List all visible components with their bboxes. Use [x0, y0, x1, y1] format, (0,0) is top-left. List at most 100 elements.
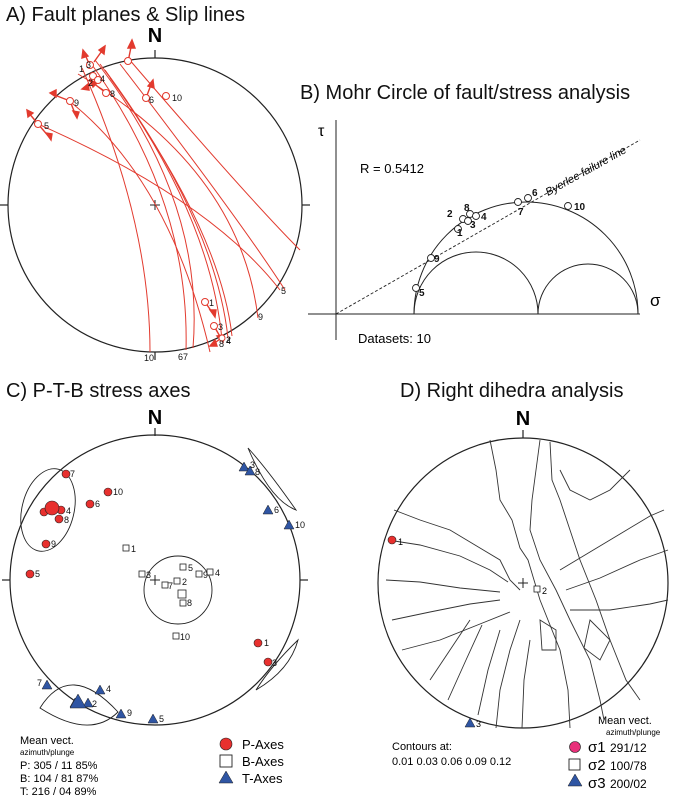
- arrow-head: [146, 78, 155, 90]
- p-confidence-se: [255, 638, 299, 691]
- t-label: 7: [37, 678, 42, 688]
- b-axis: [206, 568, 214, 576]
- center-cross-c: [150, 575, 160, 585]
- contour-loop: [539, 619, 557, 651]
- b-label: 4: [215, 568, 220, 578]
- mohr-points: [412, 194, 572, 292]
- mohr-label-2: 2: [447, 209, 453, 220]
- mean-vect-title-d: Mean vect.: [598, 715, 652, 727]
- label-a-b2: 2: [226, 335, 231, 345]
- slip-lines: [26, 38, 225, 347]
- panel-b-mohr: τ σ R = 0.5412 Datasets: 10 Byerlee fail…: [308, 120, 661, 346]
- t-confidence-ne: [247, 447, 298, 511]
- contour-line: [385, 579, 501, 593]
- p-label: 3: [272, 658, 277, 668]
- b-label: 5: [188, 563, 193, 573]
- sigma1-symbol: σ1: [588, 739, 606, 756]
- mohr-point: [472, 212, 480, 220]
- contour-line: [495, 619, 521, 729]
- p-axis: [263, 657, 273, 667]
- contour-line: [559, 509, 665, 571]
- slip-point: [86, 61, 94, 69]
- mohr-label-7: 7: [518, 207, 524, 218]
- fault-plane-1: [127, 57, 301, 251]
- dihedra-contours: [385, 439, 669, 729]
- t-label: 5: [159, 714, 164, 724]
- p-label: 6: [95, 499, 100, 509]
- fault-plane-9: [77, 73, 259, 319]
- b-label: 2: [182, 577, 187, 587]
- legend-p-label: P-Axes: [242, 737, 284, 752]
- legend-c: P-Axes B-Axes T-Axes: [218, 737, 284, 786]
- fault-plane-extra: [67, 99, 211, 353]
- b-axis: [138, 570, 146, 578]
- panel-a-title: A) Fault planes & Slip lines: [6, 4, 246, 26]
- mohr-label-10: 10: [574, 202, 586, 213]
- mean-vect-title-c: Mean vect.: [20, 735, 74, 747]
- fault-plane-2: [109, 77, 233, 337]
- p-label: 4: [66, 506, 71, 516]
- contour-line: [393, 509, 521, 591]
- label-a-5: 5: [44, 121, 49, 131]
- p-axis-labels: 7 4 8 6 10 9 5 1 3: [35, 469, 277, 668]
- label-a-8: 8: [110, 89, 115, 99]
- t-axis: [82, 697, 94, 708]
- panel-d-stereonet: N 1 2 3: [377, 408, 669, 792]
- mohr-circle-right: [537, 263, 639, 315]
- contour-line: [387, 539, 509, 583]
- mean-vect-sub-d: azimuth/plunge: [606, 728, 661, 737]
- p-label: 10: [113, 487, 123, 497]
- contour-line: [489, 439, 571, 729]
- legend-t-label: T-Axes: [242, 771, 283, 786]
- mohr-label-1: 1: [457, 228, 463, 239]
- t-axis: [262, 504, 274, 515]
- center-cross-d: [518, 578, 528, 588]
- fault-plane-5: [37, 123, 281, 291]
- label-a-b4: 4: [226, 336, 231, 346]
- fault-plane-7: [94, 59, 195, 349]
- label-a-10: 10: [172, 93, 182, 103]
- b-axis: [161, 581, 169, 589]
- b-label: 7: [168, 581, 173, 591]
- b-axis: [179, 599, 187, 607]
- t-axis: [94, 684, 106, 695]
- fault-labels-bottom: 1 3 4 2 8 9 5 10 67: [144, 286, 286, 363]
- t-label: 8: [255, 467, 260, 477]
- t-label: 3: [250, 460, 255, 470]
- label-a-4: 4: [100, 74, 105, 84]
- t-axis: [115, 708, 127, 719]
- legend-b-icon: [219, 754, 233, 768]
- sigma2-legend-icon: [568, 758, 581, 771]
- mohr-point: [454, 225, 462, 233]
- mohr-point-labels: 8 2 3 4 1 6 7 10 9 5: [419, 188, 586, 299]
- t-axis: [283, 519, 295, 530]
- legend-p-icon: [219, 737, 233, 751]
- label-a-2: 2: [88, 78, 93, 88]
- sigma3-symbol: σ3: [588, 775, 606, 792]
- slip-point: [124, 57, 132, 65]
- legend-t-icon: [218, 770, 234, 784]
- mohr-point: [412, 284, 420, 292]
- slip-point: [162, 92, 170, 100]
- label-a-6: 6: [149, 95, 154, 105]
- mohr-point: [464, 217, 472, 225]
- label-a-b10: 10: [144, 353, 154, 363]
- d-label-1: 1: [398, 537, 403, 547]
- contour-line: [521, 639, 531, 729]
- b-axis: [122, 544, 130, 552]
- t-label: 6: [274, 505, 279, 515]
- label-a-b67: 67: [178, 352, 188, 362]
- p-label: 8: [64, 515, 69, 525]
- slip-point: [34, 120, 42, 128]
- mohr-point: [427, 254, 435, 262]
- b-confidence-circle: [143, 555, 213, 625]
- b-axis: [179, 563, 187, 571]
- p-label: 5: [35, 569, 40, 579]
- datasets-count: Datasets: 10: [358, 331, 431, 346]
- t-axis-labels: 3 8 6 10 7 4 2 9 5: [37, 460, 305, 724]
- mean-row-t: T: 216 / 04 89%: [20, 786, 97, 798]
- b-axes: [122, 544, 214, 640]
- t-label: 10: [295, 520, 305, 530]
- panel-b-title: B) Mohr Circle of fault/stress analysis: [300, 82, 631, 104]
